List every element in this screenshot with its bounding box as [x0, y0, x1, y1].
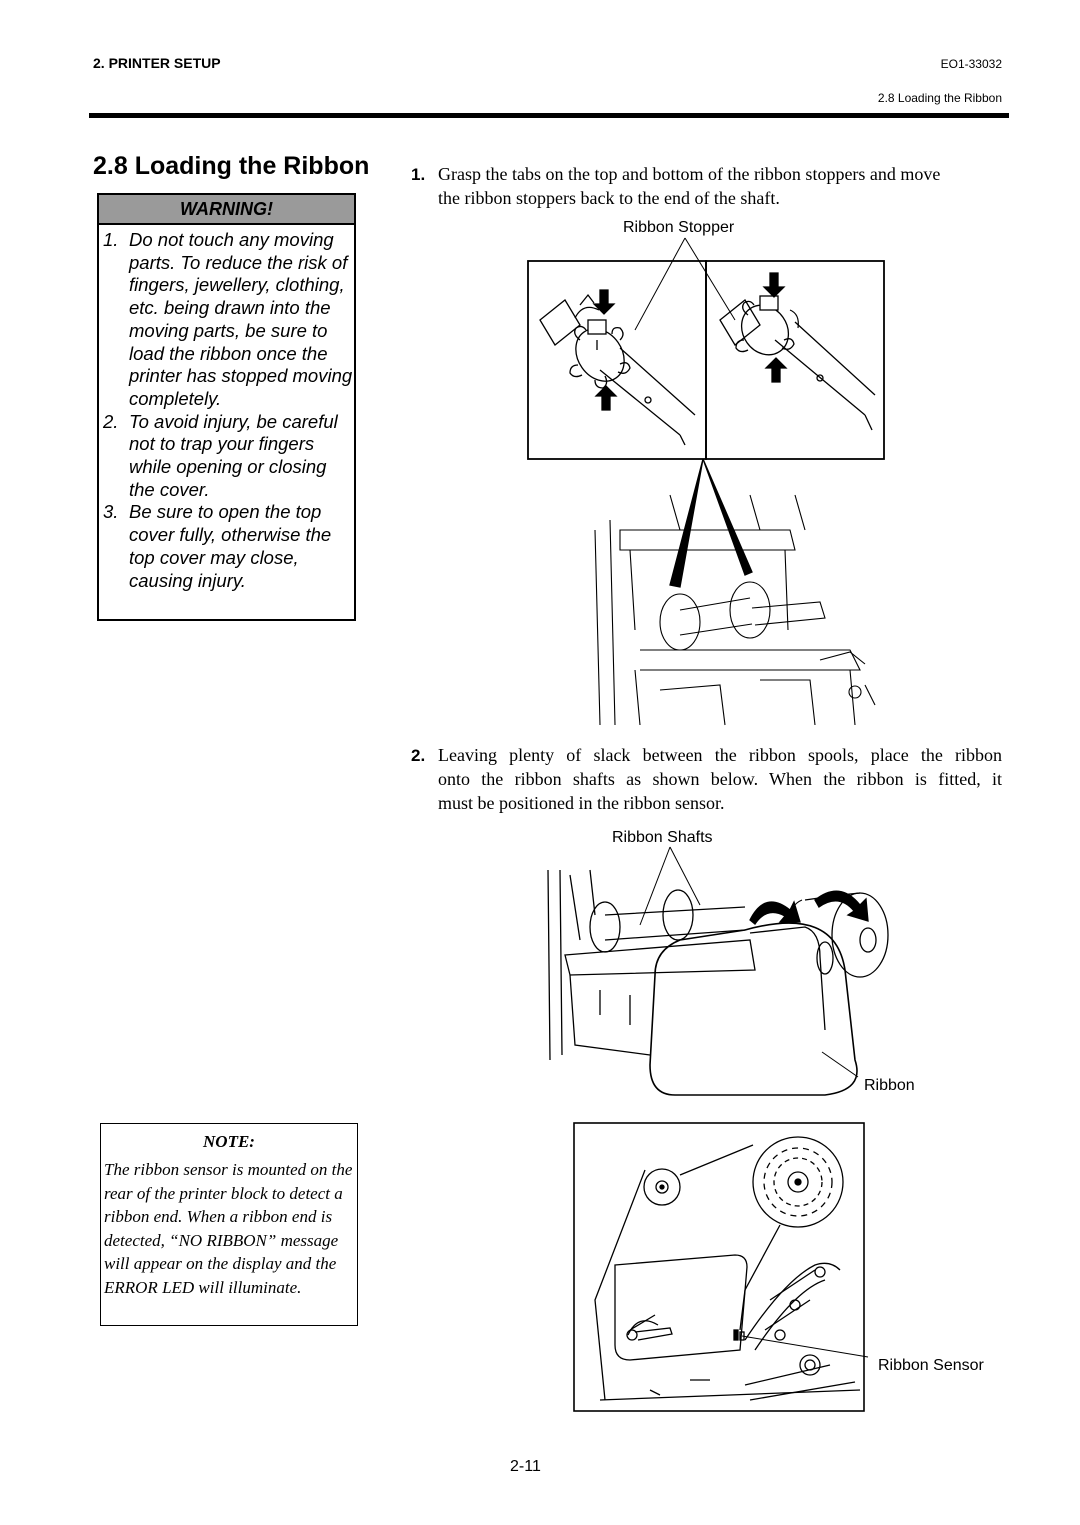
warning-item-text: To avoid injury, be careful not to trap … [129, 410, 338, 500]
step-2-line: must be positioned in the ribbon sensor. [438, 793, 725, 813]
warning-item: 1. Do not touch any moving parts. To redu… [103, 229, 355, 411]
step-2-line: onto the ribbon shafts as shown below. W… [438, 769, 1002, 789]
warning-item-num: 1. [103, 229, 119, 250]
step-1-line: the ribbon stoppers back to the end of t… [438, 188, 780, 208]
ribbon-sensor-figure [573, 1122, 869, 1412]
printer-sketch-1 [594, 494, 876, 726]
warning-item: 2. To avoid injury, be careful not to tra… [103, 411, 355, 502]
page-number: 2-11 [510, 1458, 541, 1475]
stopper-detail-left [539, 293, 696, 446]
header-doc-id: EO1-33032 [940, 57, 1002, 71]
ribbon-stopper-label: Ribbon Stopper [623, 219, 735, 236]
warning-item: 3. Be sure to open the top cover fully, o… [103, 501, 355, 592]
ribbon-sensor-label: Ribbon Sensor [878, 1357, 984, 1374]
step-1-text: Grasp the tabs on the top and bottom of … [438, 162, 940, 210]
warning-item-num: 2. [103, 410, 119, 432]
warning-heading: WARNING! [99, 195, 354, 225]
warning-item-text: Be sure to open the top cover fully, oth… [129, 501, 332, 591]
header-subsection: 2.8 Loading the Ribbon [877, 91, 1002, 105]
warning-item-text: Do not touch any moving parts. To reduce… [129, 229, 353, 409]
step-2-number: 2. [411, 746, 426, 765]
step-2-text: Leaving plenty of slack between the ribb… [438, 743, 1002, 815]
note-box: NOTE: The ribbon sensor is mounted on th… [100, 1123, 358, 1326]
ribbon-shafts-label: Ribbon Shafts [612, 829, 713, 846]
header-rule [89, 113, 1009, 118]
header-section: 2. PRINTER SETUP [93, 55, 221, 71]
ribbon-label: Ribbon [864, 1077, 915, 1094]
ribbon-stopper-figure [527, 237, 885, 726]
warning-list: 1. Do not touch any moving parts. To redu… [103, 229, 355, 592]
step-1-number: 1. [411, 165, 426, 184]
step-1-line: Grasp the tabs on the top and bottom of … [438, 164, 941, 184]
note-text: The ribbon sensor is mounted on the rear… [104, 1160, 353, 1297]
warning-box: WARNING! 1. Do not touch any moving parts… [97, 193, 356, 621]
section-title: 2.8 Loading the Ribbon [93, 152, 370, 180]
warning-item-num: 3. [103, 501, 119, 523]
stopper-detail-right [719, 295, 876, 431]
step-2-line: Leaving plenty of slack between the ribb… [438, 745, 1002, 765]
ribbon-shafts-figure [547, 846, 889, 1096]
note-title: NOTE: [203, 1132, 255, 1151]
